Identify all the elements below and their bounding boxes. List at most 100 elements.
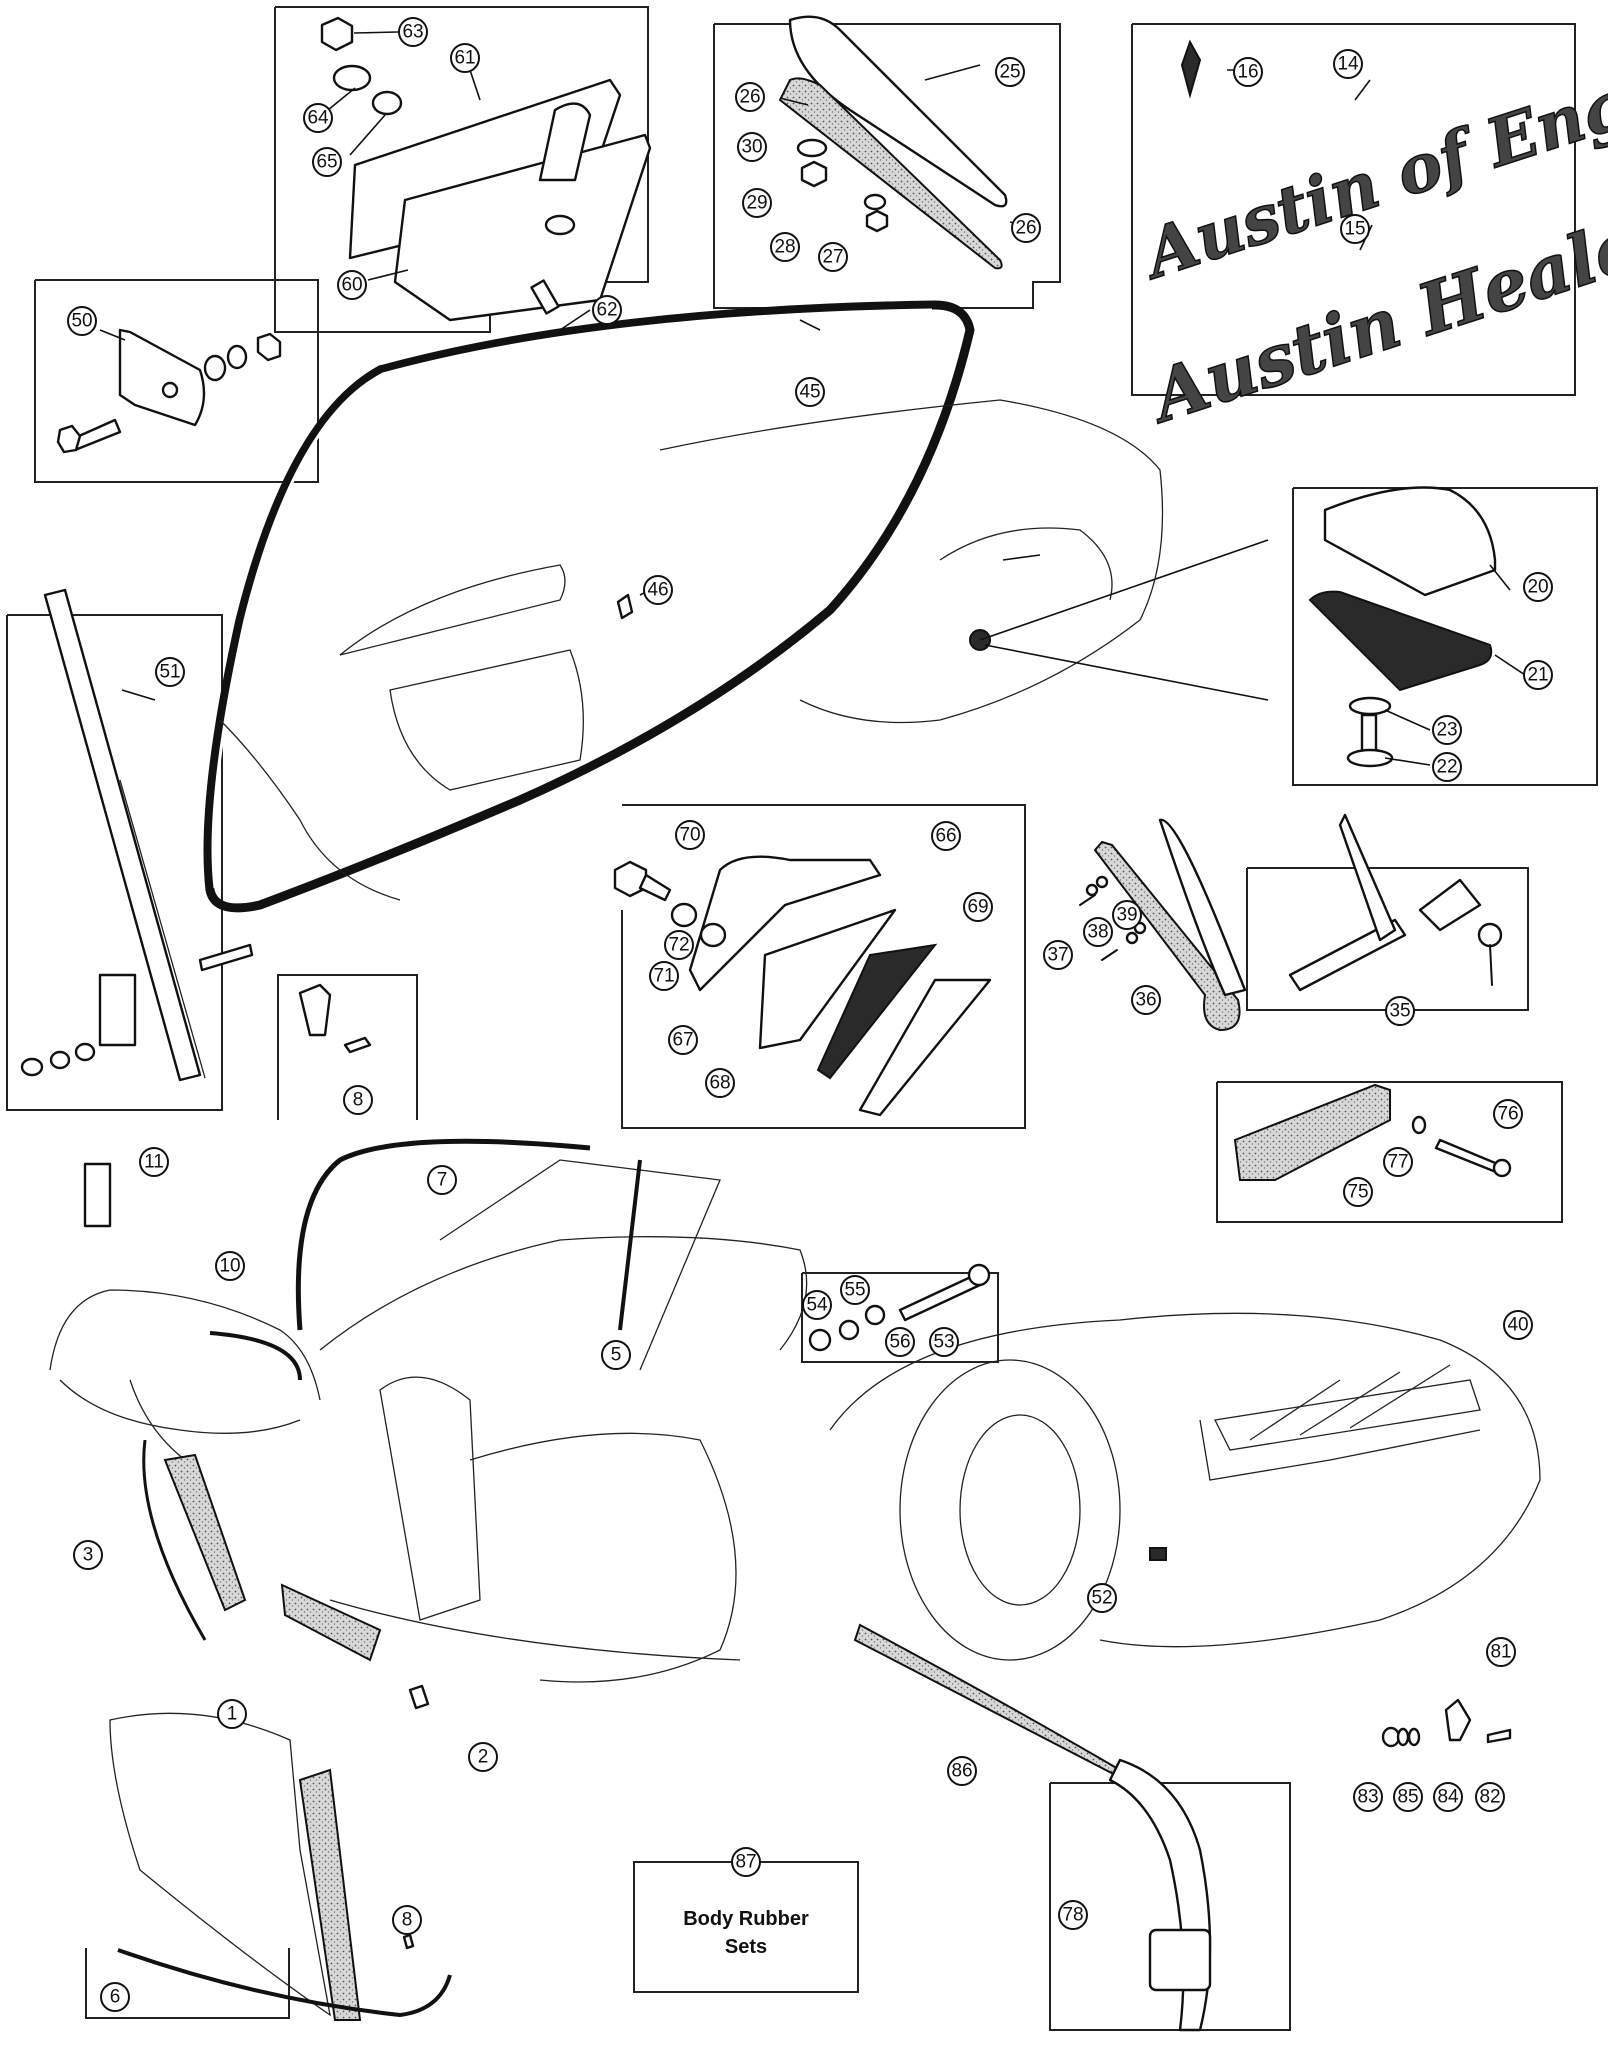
callout-10: 10 — [215, 1251, 245, 1281]
svg-text:83: 83 — [1357, 1787, 1378, 1808]
block-75 — [1233, 1083, 1391, 1181]
svg-text:86: 86 — [951, 1761, 972, 1782]
callout-22: 22 — [1432, 752, 1462, 782]
nut — [256, 332, 282, 362]
boot-lid — [339, 564, 566, 656]
svg-text:11: 11 — [144, 1152, 164, 1173]
callouts: 63 61 64 65 60 62 50 25 26 30 29 28 27 2… — [67, 17, 1553, 2012]
nut-29 — [800, 160, 828, 188]
svg-text:29: 29 — [746, 193, 767, 214]
trim-7 — [295, 1138, 591, 1331]
door-panel — [109, 1712, 331, 2017]
callout-51: 51 — [155, 657, 185, 687]
finisher-11 — [83, 1162, 112, 1228]
hood-strip-25 — [788, 15, 1008, 208]
svg-text:37: 37 — [1047, 945, 1068, 966]
nut-63 — [320, 16, 354, 52]
bolt-70 — [613, 860, 648, 898]
svg-text:23: 23 — [1436, 720, 1457, 741]
washer-71 — [699, 922, 727, 948]
grommet-46 — [616, 593, 634, 620]
callout-67: 67 — [668, 1025, 698, 1055]
svg-text:69: 69 — [967, 897, 988, 918]
callout-16: 16 — [1233, 57, 1263, 87]
svg-text:8: 8 — [353, 1090, 364, 1111]
car-body-lower-left — [49, 1138, 808, 2021]
callout-75: 75 — [1343, 1177, 1373, 1207]
nut-54 — [808, 1328, 832, 1352]
bracket-50 — [118, 328, 206, 427]
side-bar-51 — [43, 588, 202, 1082]
hardware-box — [801, 1263, 999, 1363]
clip-8 — [402, 1933, 415, 1950]
svg-text:20: 20 — [1527, 577, 1548, 598]
callout-8-top: 8 — [343, 1085, 373, 1115]
svg-text:54: 54 — [806, 1295, 828, 1316]
svg-text:75: 75 — [1347, 1182, 1368, 1203]
svg-text:5: 5 — [611, 1345, 622, 1366]
handle-lever — [1338, 813, 1397, 942]
washer-84 — [1407, 1727, 1421, 1747]
svg-text:35: 35 — [1389, 1001, 1410, 1022]
boot-opening — [389, 649, 584, 791]
callout-86: 86 — [947, 1756, 977, 1786]
callout-54: 54 — [802, 1290, 832, 1320]
svg-text:71: 71 — [653, 966, 674, 987]
bolt-76 — [1434, 1138, 1502, 1174]
washer-85 — [1396, 1727, 1410, 1747]
svg-text:7: 7 — [437, 1170, 448, 1191]
strap-86 — [853, 1623, 1128, 1783]
svg-text:2: 2 — [478, 1747, 489, 1768]
hood-strip-box — [713, 15, 1061, 309]
callout-52: 52 — [1087, 1583, 1117, 1613]
buffer-52 — [1149, 1547, 1167, 1561]
body-rubber-sets-line2: Sets — [725, 1936, 767, 1958]
luggage-rack-40 — [1214, 1379, 1481, 1451]
callout-26-top: 26 — [735, 82, 765, 112]
callout-7: 7 — [427, 1165, 457, 1195]
latch-assembly-box — [274, 6, 652, 333]
svg-text:36: 36 — [1135, 990, 1156, 1011]
svg-text:61: 61 — [454, 48, 475, 69]
callout-40: 40 — [1503, 1310, 1533, 1340]
callout-28: 28 — [770, 232, 800, 262]
svg-text:78: 78 — [1062, 1905, 1083, 1926]
callout-8-bottom: 8 — [392, 1905, 422, 1935]
strap-box — [1049, 1782, 1291, 2031]
callout-63: 63 — [398, 17, 428, 47]
gasket-68 — [816, 943, 938, 1080]
svg-text:62: 62 — [596, 300, 617, 321]
callout-29: 29 — [742, 188, 772, 218]
svg-text:87: 87 — [735, 1852, 756, 1873]
callout-14: 14 — [1333, 49, 1363, 79]
svg-text:10: 10 — [219, 1256, 240, 1277]
callout-76: 76 — [1493, 1099, 1523, 1129]
svg-text:63: 63 — [402, 22, 423, 43]
seat-back — [379, 1376, 481, 1621]
callout-3: 3 — [73, 1540, 103, 1570]
washer-28 — [863, 193, 887, 211]
callout-60: 60 — [337, 270, 367, 300]
svg-text:81: 81 — [1490, 1642, 1511, 1663]
callout-83: 83 — [1353, 1782, 1383, 1812]
svg-text:1: 1 — [227, 1704, 238, 1725]
sill — [329, 1599, 741, 1661]
rear-body — [829, 1312, 1541, 1648]
callout-53: 53 — [929, 1327, 959, 1357]
screw-82 — [1486, 1728, 1512, 1744]
screw-2 — [408, 1684, 430, 1710]
plate-69 — [858, 978, 992, 1117]
lamp-box — [1292, 486, 1598, 786]
svg-text:40: 40 — [1507, 1315, 1528, 1336]
svg-text:22: 22 — [1436, 757, 1457, 778]
callout-23: 23 — [1432, 715, 1462, 745]
nut-27 — [865, 209, 889, 233]
callout-56: 56 — [885, 1327, 915, 1357]
svg-text:27: 27 — [822, 247, 843, 268]
svg-text:39: 39 — [1116, 905, 1137, 926]
svg-text:3: 3 — [83, 1545, 94, 1566]
callout-2: 2 — [468, 1742, 498, 1772]
svg-text:67: 67 — [672, 1030, 693, 1051]
callout-69: 69 — [963, 892, 993, 922]
